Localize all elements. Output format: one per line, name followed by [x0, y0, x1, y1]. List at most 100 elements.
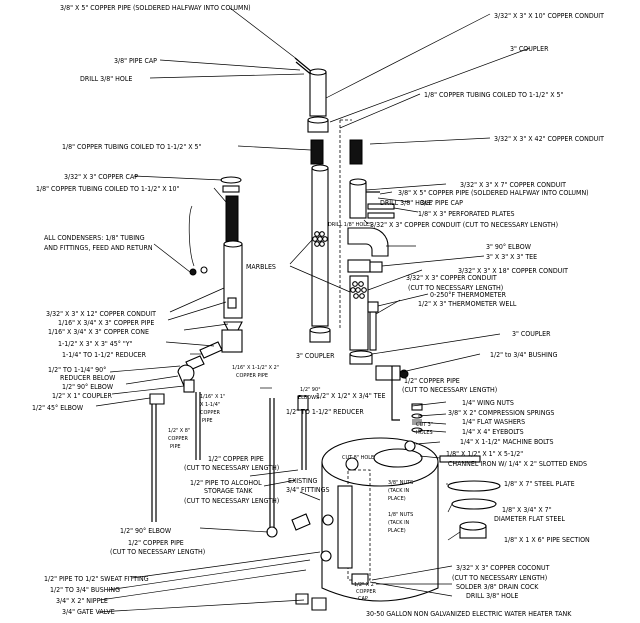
label-67: (CUT TO NECESSARY LENGTH) [184, 464, 279, 472]
label-08: 3/32" X 3" X 42" COPPER CONDUIT [494, 135, 604, 143]
label-31: 1-1/2" X 3" X 3" 45° "Y" [58, 340, 133, 348]
part-labels: 3/8" X 5" COPPER PIPE (SOLDERED HALFWAY … [32, 4, 604, 618]
label-70: (CUT TO NECESSARY LENGTH) [184, 497, 279, 505]
label-55: 1/2" TO 1-1/2" REDUCER [286, 408, 364, 416]
label-52: 1/2" X 8" [168, 428, 190, 434]
label-48: 1/16" X 1" [200, 394, 225, 400]
label-40: 1/16" X 1-1/2" X 2" [232, 365, 279, 371]
label-69: STORAGE TANK [204, 487, 253, 495]
label-02: 3/32" X 3" X 10" COPPER CONDUIT [494, 12, 604, 20]
label-36: REDUCER BELOW [60, 374, 116, 382]
label-83: 1/2" 90° ELBOW [120, 527, 172, 535]
label-84: 1/2" COPPER PIPE [128, 539, 184, 547]
label-38: 1/2" X 1" COUPLER [52, 392, 112, 400]
label-87: 1/2" TO 3/4" BUSHING [50, 586, 120, 594]
label-82: 1/8" X 1 X 6" PIPE SECTION [504, 536, 590, 544]
label-12: 3/8" X 5" COPPER PIPE (SOLDERED HALFWAY … [398, 189, 589, 197]
label-39: 1/2" 45° ELBOW [32, 404, 84, 412]
label-65: CHANNEL IRON W/ 1/4" X 2" SLOTTED ENDS [448, 460, 587, 468]
label-49: X 1-1/4" [200, 402, 220, 408]
label-93: DRILL 3/8" HOLE [466, 592, 518, 600]
label-32: 1-1/4" TO 1-1/2" REDUCER [62, 351, 147, 359]
label-72: 3/4" FITTINGS [286, 486, 330, 494]
label-13: DRILL 3/8" HOLE [380, 199, 432, 207]
label-66: 1/2" COPPER PIPE [208, 455, 264, 463]
label-10: 1/8" COPPER TUBING COILED TO 1-1/2" X 10… [36, 185, 180, 193]
right-column-drawing [347, 139, 409, 421]
label-54: PIPE [170, 444, 181, 450]
label-80: (TACK IN [388, 520, 410, 526]
label-85: (CUT TO NECESSARY LENGTH) [110, 548, 205, 556]
label-21: MARBLES [246, 263, 276, 271]
label-04: 3/8" PIPE CAP [114, 57, 157, 65]
label-53: COPPER [168, 436, 188, 442]
label-17: ALL CONDENSERS: 1/8" TUBING [44, 234, 145, 242]
label-26: 0-250°F THERMOMETER [430, 291, 507, 299]
label-20: 3" 90° ELBOW [486, 243, 532, 251]
label-63: CUT 8" HOLE [342, 455, 374, 461]
label-42: 3" COUPLER [296, 352, 335, 360]
label-68: 1/2" PIPE TO ALCOHOL [190, 479, 262, 487]
label-50: COPPER [200, 410, 220, 416]
label-88: 3/4" X 2" NIPPLE [56, 597, 108, 605]
label-94: 1/2" X 2" [354, 582, 376, 588]
label-56: 1/4" WING NUTS [462, 399, 514, 407]
label-43: 1/2" 90° [300, 387, 321, 393]
label-27: 1/2" X 3" THERMOMETER WELL [418, 300, 517, 308]
label-15: 1/8" X 3" PERFORATED PLATES [418, 210, 515, 218]
label-24: 3/32" X 3" COPPER CONDUIT [406, 274, 497, 282]
marbles-lower [350, 281, 367, 299]
leader-lines [95, 7, 531, 613]
label-29: 1/16" X 3/4" X 3" COPPER PIPE [58, 319, 154, 327]
label-23: 3/32" X 3" X 18" COPPER CONDUIT [458, 267, 568, 275]
label-06: 1/8" COPPER TUBING COILED TO 1-1/2" X 5" [424, 91, 564, 99]
label-16: 3/32" X 3" COPPER CONDUIT (CUT TO NECESS… [370, 221, 558, 229]
hardware-stack-drawing [411, 403, 501, 539]
label-57: 3/8" X 2" COMPRESSION SPRINGS [448, 409, 554, 417]
label-58: 1/4" FLAT WASHERS [462, 418, 525, 426]
label-46: 1/2" COPPER PIPE [404, 377, 460, 385]
label-35: 1/2" TO 1-1/4" 90° [48, 366, 106, 374]
label-47: (CUT TO NECESSARY LENGTH) [402, 386, 497, 394]
label-41: COPPER PIPE [236, 373, 268, 379]
label-77: 1/8" X 3/4" X 7" [502, 506, 552, 514]
label-90: 3/32" X 3" COPPER COCONUT [456, 564, 550, 572]
label-30: 1/16" X 3/4" X 3" COPPER CONE [48, 328, 149, 336]
label-22: 3" X 3" X 3" TEE [486, 253, 537, 261]
label-09: 3/32" X 3" COPPER CAP [64, 173, 138, 181]
label-44: ELBOWS [298, 395, 319, 401]
main-column-drawing [294, 57, 352, 343]
label-61: CUT 3" [416, 422, 433, 428]
label-01: 3/8" X 5" COPPER PIPE (SOLDERED HALFWAY … [60, 4, 251, 12]
label-51: PIPE [202, 418, 213, 424]
label-73: 3/8" NUTS [388, 480, 413, 486]
label-03: 3" COUPLER [510, 45, 549, 53]
label-89: 3/4" GATE VALVE [62, 608, 115, 616]
label-78: DIAMETER FLAT STEEL [494, 515, 565, 523]
left-condenser-drawing [149, 176, 243, 522]
label-18: AND FITTINGS, FEED AND RETURN [44, 244, 153, 252]
label-34: 1/2" to 3/4" BUSHING [490, 351, 558, 359]
label-28: 3/32" X 3" X 12" COPPER CONDUIT [46, 310, 156, 318]
label-97: 30-50 GALLON NON GALVANIZED ELECTRIC WAT… [366, 610, 572, 618]
label-45: 1/2" X 1/2" X 3/4" TEE [316, 392, 386, 400]
label-71: EXISTING [288, 477, 318, 485]
label-11: 3/32" X 3" X 7" COPPER CONDUIT [460, 181, 566, 189]
label-74: (TACK IN [388, 488, 410, 494]
label-79: 1/8" NUTS [388, 512, 413, 518]
label-19: DRILL 1/8" HOLES [328, 222, 372, 228]
label-59: 1/4" X 4" EYEBOLTS [462, 428, 524, 436]
water-heater-tank-drawing [320, 437, 439, 602]
label-75: PLACE) [388, 496, 406, 502]
label-96: CAP [358, 596, 368, 602]
label-05: DRILL 3/8" HOLE [80, 75, 132, 83]
label-60: 1/4" X 1-1/2" MACHINE BOLTS [460, 438, 554, 446]
label-92: SOLDER 3/8" DRAIN COCK [456, 583, 539, 591]
label-33: 3" COUPLER [512, 330, 551, 338]
label-25: (CUT TO NECESSARY LENGTH) [408, 284, 503, 292]
label-14: 3/8" PIPE CAP [420, 199, 463, 207]
label-91: (CUT TO NECESSARY LENGTH) [452, 574, 547, 582]
label-76: 1/8" X 7" STEEL PLATE [504, 480, 575, 488]
label-37: 1/2" 90° ELBOW [62, 383, 114, 391]
